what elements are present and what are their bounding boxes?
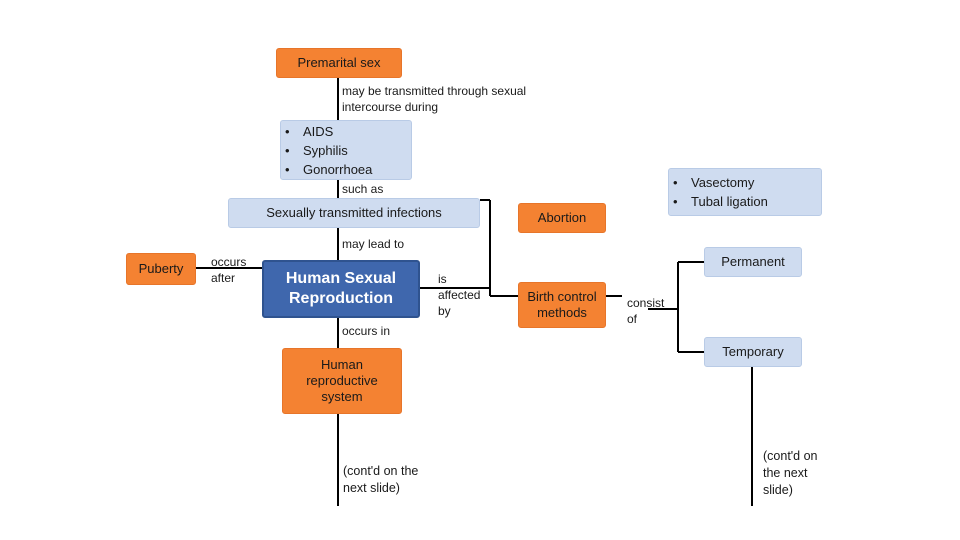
- node-temporary: Temporary: [704, 337, 802, 367]
- node-diseases: AIDS Syphilis Gonorrhoea: [280, 120, 412, 180]
- label-consist-of: consist of: [627, 296, 665, 326]
- sterilization-list: Vasectomy Tubal ligation: [669, 173, 768, 211]
- label-contd-left: (cont'd on the next slide): [343, 464, 419, 495]
- node-permanent: Permanent: [704, 247, 802, 277]
- node-abortion: Abortion: [518, 203, 606, 233]
- label-is-affected-by: is affected by: [438, 272, 481, 318]
- disease-item: AIDS: [281, 122, 372, 141]
- node-sexually-transmitted-infections: Sexually transmitted infections: [228, 198, 480, 228]
- label-may-be-transmitted: may be transmitted through sexual interc…: [342, 84, 527, 114]
- disease-item: Syphilis: [281, 141, 372, 160]
- disease-list: AIDS Syphilis Gonorrhoea: [281, 122, 372, 179]
- node-human-reproductive-system: Human reproductive system: [282, 348, 402, 414]
- node-birth-control-methods: Birth control methods: [518, 282, 606, 328]
- disease-item: Gonorrhoea: [281, 160, 372, 179]
- node-human-sexual-reproduction: Human Sexual Reproduction: [262, 260, 420, 318]
- sterilization-item: Tubal ligation: [669, 192, 768, 211]
- node-premarital-sex: Premarital sex: [276, 48, 402, 78]
- label-occurs-after: occurs after: [211, 255, 247, 285]
- sterilization-item: Vasectomy: [669, 173, 768, 192]
- label-may-lead-to: may lead to: [342, 237, 405, 251]
- node-puberty: Puberty: [126, 253, 196, 285]
- node-sterilization: Vasectomy Tubal ligation: [668, 168, 822, 216]
- label-contd-right: (cont'd on the next slide): [763, 449, 818, 497]
- label-such-as: such as: [342, 182, 384, 196]
- label-occurs-in: occurs in: [342, 324, 391, 338]
